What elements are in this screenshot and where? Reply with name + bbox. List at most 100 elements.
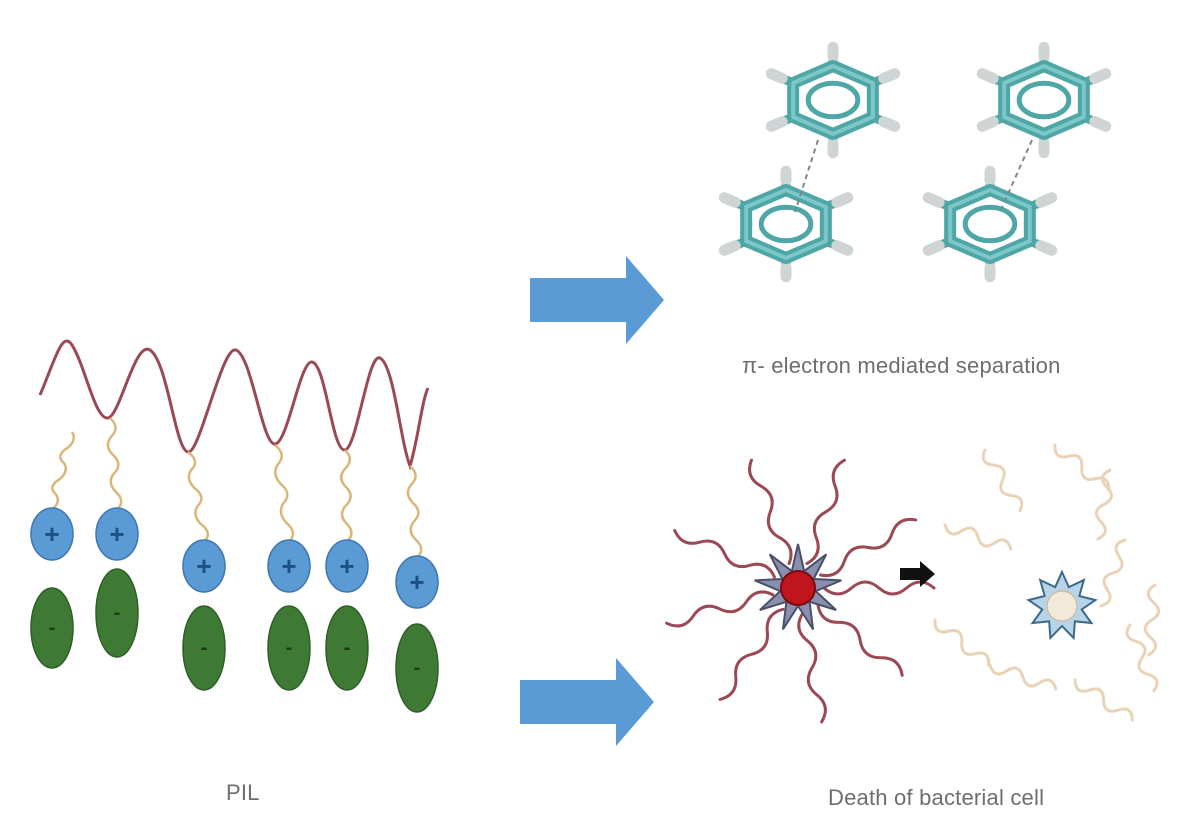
attached-polymer-chain	[673, 529, 776, 579]
anion-symbol: -	[414, 657, 421, 679]
cation-symbol: +	[44, 519, 59, 549]
aromatic-circle	[758, 204, 814, 244]
attached-polymer-chain	[805, 458, 847, 566]
cation-circle	[95, 507, 139, 561]
dead-bacterium	[1046, 590, 1078, 622]
hydrogen-atom	[976, 116, 999, 132]
cation-symbol: +	[281, 551, 296, 581]
anion-ellipse	[182, 605, 226, 691]
pil-label: PIL	[226, 780, 260, 805]
attached-polymer-chain	[822, 580, 936, 596]
hydrogen-atom	[765, 116, 788, 132]
anion-ellipse	[95, 568, 139, 658]
process-arrows	[520, 256, 664, 746]
detached-polymer-chain	[1094, 468, 1113, 541]
attached-polymer-chain	[819, 517, 918, 578]
cation-symbol: +	[196, 551, 211, 581]
hydrogen-atom	[1089, 116, 1112, 132]
carbon-ring-highlight	[791, 64, 875, 136]
cation-symbol: +	[109, 519, 124, 549]
attached-polymer-chain	[718, 607, 785, 701]
anion-symbol: -	[286, 637, 293, 659]
detached-polymer-chain	[1099, 538, 1127, 608]
anion-ellipse	[30, 587, 74, 669]
pi-separation-label: π- electron mediated separation	[742, 353, 1061, 378]
hydrogen-atom	[976, 68, 999, 84]
hydrogen-atom	[718, 240, 741, 256]
ion-pair-unit: -+	[95, 417, 139, 658]
hydrogen-atom	[922, 192, 945, 208]
ion-pair-unit: -+	[182, 450, 226, 691]
attached-polymer-chain	[816, 603, 904, 677]
spacer-chain	[406, 465, 423, 559]
hydrogen-atom	[831, 192, 854, 208]
cation-symbol: +	[409, 567, 424, 597]
attached-polymer-chain	[665, 590, 775, 628]
detached-polymer-chain	[1073, 678, 1134, 722]
detached-polymer-chain	[1053, 443, 1111, 492]
hydrogen-atom	[1035, 240, 1058, 256]
upper-process-arrow	[530, 256, 664, 344]
detached-polymer-chain	[981, 448, 1024, 513]
aromatic-circle	[805, 80, 861, 120]
cation-circle	[325, 539, 369, 593]
aromatic-circle	[962, 204, 1018, 244]
hydrogen-atom	[765, 68, 788, 84]
spacer-chain	[187, 450, 210, 543]
benzene-ring	[976, 41, 1112, 159]
anion-symbol: -	[49, 617, 56, 639]
lower-process-arrow	[520, 658, 654, 746]
hydrogen-atom	[878, 68, 901, 84]
spacer-chain	[51, 431, 76, 511]
hydrogen-atom	[922, 240, 945, 256]
cation-symbol: +	[339, 551, 354, 581]
cation-circle	[395, 555, 439, 609]
spacer-chain	[106, 417, 123, 511]
spacer-chain	[339, 449, 353, 543]
ion-pair-units: -+-+-+-+-+-+	[30, 417, 439, 713]
carbon-ring-highlight	[948, 188, 1032, 260]
pi-interaction-dash	[794, 139, 819, 213]
aromatic-circle	[1016, 80, 1072, 120]
cation-circle	[182, 539, 226, 593]
spacer-chain	[274, 444, 295, 543]
hydrogen-atom	[718, 192, 741, 208]
attached-polymer-chain	[797, 612, 827, 724]
hydrogen-atom	[878, 116, 901, 132]
live-bacterium	[780, 570, 816, 606]
pil-polymer: -+-+-+-+-+-+	[30, 339, 439, 713]
cation-circle	[267, 539, 311, 593]
hydrogen-atom	[1089, 68, 1112, 84]
hydrogen-atom	[831, 240, 854, 256]
detached-polymer-chain	[988, 663, 1058, 691]
carbon-ring-highlight	[744, 188, 828, 260]
benzene-ring	[765, 41, 901, 159]
pi-stacked-benzene-rings	[718, 41, 1112, 283]
cation-circle	[30, 507, 74, 561]
attached-polymer-chain	[748, 458, 793, 566]
detached-polymer-chain	[933, 618, 991, 667]
transition-arrow	[900, 561, 935, 587]
detached-polymer-chain	[943, 523, 1013, 551]
anion-symbol: -	[201, 637, 208, 659]
ion-pair-unit: -+	[30, 431, 76, 669]
ion-pair-unit: -+	[325, 449, 369, 691]
ion-pair-unit: -+	[267, 444, 311, 691]
benzene-ring	[718, 165, 854, 283]
detached-polymer-chain	[1143, 583, 1161, 657]
benzene-ring	[922, 165, 1058, 283]
polymer-backbone	[38, 339, 430, 471]
bacterial-cell-death-scene	[665, 443, 1161, 724]
anion-symbol: -	[114, 602, 121, 624]
anion-ellipse	[395, 623, 439, 713]
ion-pair-unit: -+	[395, 465, 439, 713]
anion-ellipse	[267, 605, 311, 691]
detached-polymer-chain	[1125, 623, 1159, 693]
hydrogen-atom	[1035, 192, 1058, 208]
anion-ellipse	[325, 605, 369, 691]
pi-interaction-dash	[999, 139, 1033, 213]
bacterial-death-label: Death of bacterial cell	[828, 785, 1045, 810]
carbon-ring-highlight	[1002, 64, 1086, 136]
